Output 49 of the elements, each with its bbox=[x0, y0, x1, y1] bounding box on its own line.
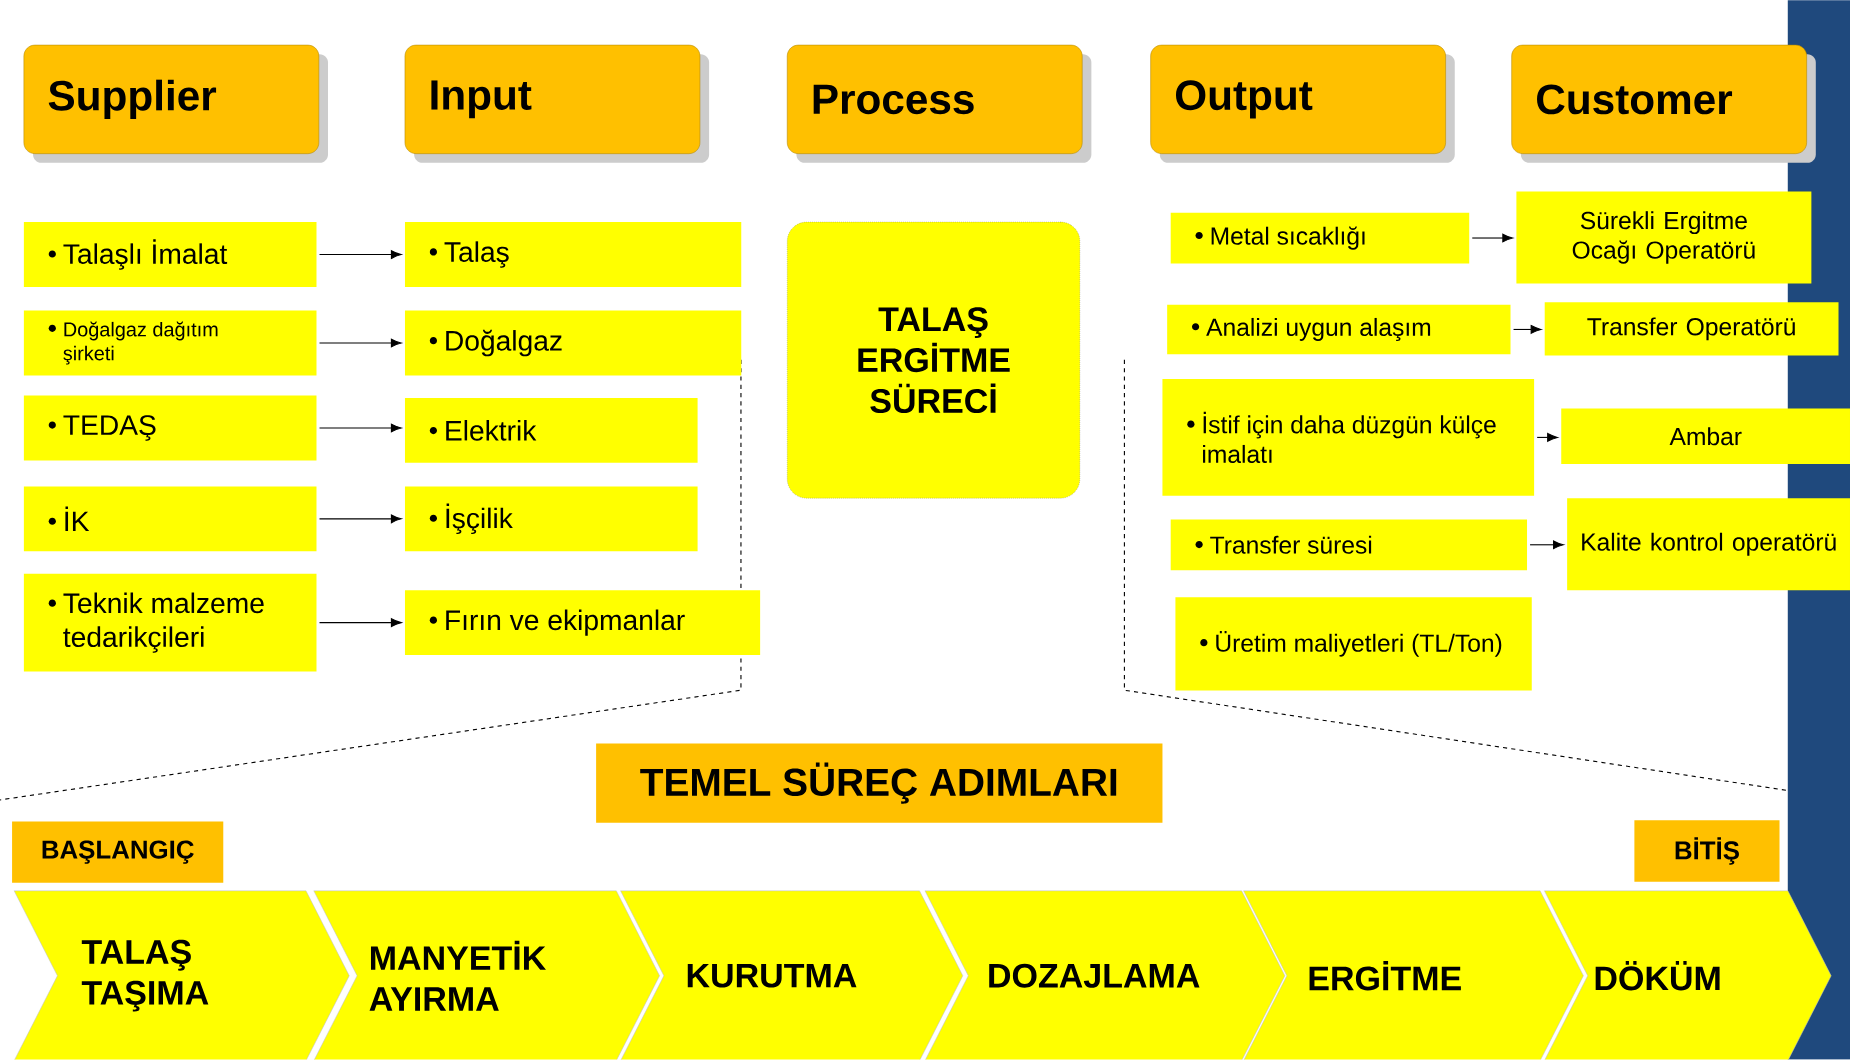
header-box: Customer bbox=[1511, 45, 1816, 164]
process-box: TALAŞ ERGİTME SÜRECİ bbox=[786, 222, 1081, 499]
customer-box: Ambar bbox=[1561, 408, 1850, 465]
arrow bbox=[319, 423, 402, 433]
arrow bbox=[1536, 433, 1558, 443]
list-item-box: Metal sıcaklığı bbox=[1170, 212, 1470, 264]
process-step-banner: KURUTMA bbox=[620, 890, 964, 1060]
arrow bbox=[1529, 540, 1564, 550]
list-item-box: İşçilik bbox=[404, 486, 698, 552]
arrow bbox=[319, 618, 402, 628]
header-box: Process bbox=[786, 45, 1092, 164]
process-step-banner: MANYETİK AYIRMA bbox=[313, 890, 660, 1060]
customer-box: Kalite kontrol operatörü bbox=[1567, 498, 1850, 591]
list-item-box: Teknik malzeme tedarikçileri bbox=[23, 573, 317, 672]
header-box: Input bbox=[404, 45, 710, 164]
node-label: TALAŞ TAŞIMA bbox=[81, 940, 209, 1012]
customer-box: Transfer Operatörü bbox=[1544, 302, 1839, 356]
list-item-box: Elektrik bbox=[404, 398, 698, 464]
list-item-box: Transfer süresi bbox=[1170, 519, 1528, 571]
process-step-banner: TALAŞ TAŞIMA bbox=[13, 890, 350, 1060]
header-box: Supplier bbox=[23, 45, 328, 164]
list-item-box: İstif için daha düzgün külçe imalatı bbox=[1162, 379, 1535, 497]
list-item-box: İK bbox=[23, 486, 317, 552]
header-box: Output bbox=[1150, 45, 1455, 164]
node-label: ERGİTME bbox=[1309, 961, 1461, 991]
arrow bbox=[1513, 325, 1542, 335]
list-item-box: Fırın ve ekipmanlar bbox=[404, 590, 761, 656]
list-item-box: Talaş bbox=[404, 222, 742, 288]
node-label: DÖKÜM bbox=[1595, 961, 1720, 991]
list-item-box: Doğalgaz dağıtım şirketi bbox=[23, 310, 317, 376]
arrow bbox=[319, 514, 402, 524]
arrow bbox=[319, 250, 402, 260]
node-label: MANYETİK AYIRMA bbox=[369, 940, 546, 1012]
label-box: BAŞLANGIÇ bbox=[12, 821, 224, 884]
customer-box: Sürekli Ergitme Ocağı Operatörü bbox=[1516, 191, 1812, 284]
node-label: DOZAJLAMA bbox=[989, 963, 1200, 989]
list-item-box: Üretim maliyetleri (TL/Ton) bbox=[1175, 597, 1532, 691]
node-label: KURUTMA bbox=[687, 964, 857, 988]
list-item-box: Talaşlı İmalat bbox=[23, 222, 317, 288]
process-step-banner: DOZAJLAMA bbox=[924, 890, 1286, 1060]
list-item-box: TEDAŞ bbox=[23, 395, 317, 461]
process-step-banner: ERGİTME bbox=[1243, 890, 1584, 1060]
list-item-box: Analizi uygun alaşım bbox=[1167, 304, 1511, 355]
process-step-banner: DÖKÜM bbox=[1544, 890, 1832, 1060]
list-item-box: Doğalgaz bbox=[404, 310, 742, 376]
label-box: TEMEL SÜREÇ ADIMLARI bbox=[596, 743, 1163, 823]
arrow bbox=[319, 338, 402, 348]
label-box: BİTİŞ bbox=[1634, 820, 1780, 882]
arrow bbox=[1471, 233, 1514, 243]
